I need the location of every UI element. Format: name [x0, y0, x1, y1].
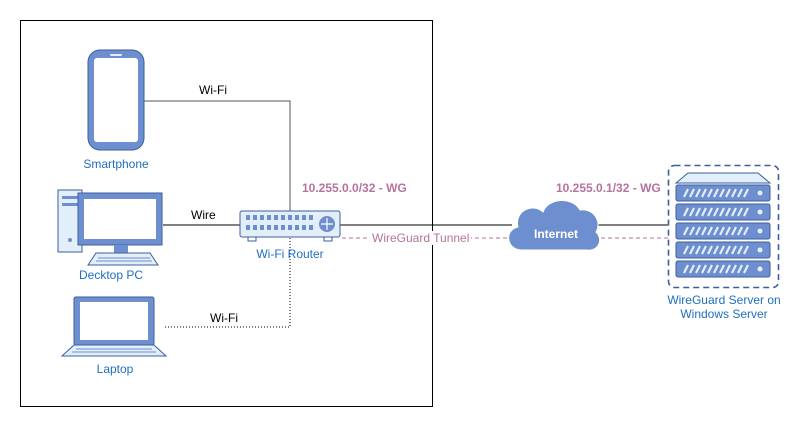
client-address-label: 10.255.0.0/32 - WG [302, 181, 407, 195]
wifi-link-smartphone [143, 100, 291, 212]
server-rack-icon [667, 164, 780, 289]
server-address-label: 10.255.0.1/32 - WG [556, 181, 661, 195]
internet-label: Internet [533, 227, 579, 241]
wifi-label-top: Wi-Fi [199, 83, 227, 97]
server-label-line1: WireGuard Server on [667, 293, 781, 307]
smartphone-icon [87, 49, 145, 151]
smartphone-label: Smartphone [83, 157, 149, 171]
laptop-label: Laptop [96, 362, 134, 376]
router-icon [239, 210, 341, 242]
wire-label: Wire [191, 208, 216, 222]
laptop-icon [60, 296, 168, 357]
router-label: Wi-Fi Router [256, 247, 324, 261]
desktop-pc-icon [57, 189, 163, 266]
internet-cloud-icon [508, 200, 601, 251]
wireguard-tunnel-label: WireGuard Tunnel [370, 231, 472, 245]
lan-frame [20, 20, 433, 407]
server-label-line2: Windows Server [680, 307, 768, 321]
wifi-label-bottom: Wi-Fi [210, 311, 238, 325]
desktop-pc-label: Decktop PC [78, 268, 144, 282]
